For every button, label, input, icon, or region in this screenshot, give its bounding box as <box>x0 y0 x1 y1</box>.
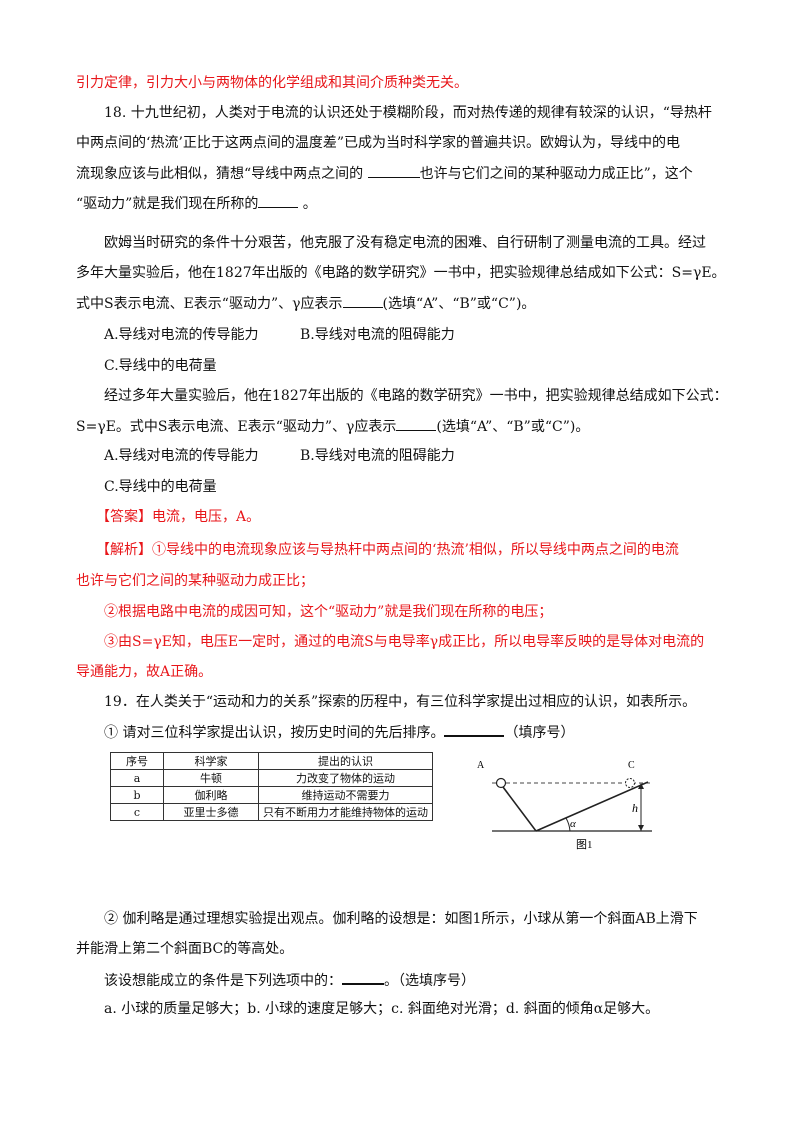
q18-line-2: 中两点间的‘热流’正比于这两点间的温度差”已成为当时科学家的普遍共识。欧姆认为，… <box>76 135 681 151</box>
table-cell: 只有不断用力才能维持物体的运动 <box>258 803 433 821</box>
table-header-row: 序号 科学家 提出的认识 <box>110 752 433 770</box>
q19-part-1: ① 请对三位科学家提出认识，按历史时间的先后排序。 （填序号） <box>104 721 574 743</box>
scientists-table: 序号 科学家 提出的认识 a 牛顿 力改变了物体的运动 b 伽利略 维持运动不需… <box>110 752 433 821</box>
q18-line-6: 多年大量实验后，他在1827年出版的《电路的数学研究》一书中，把实验规律总结成如… <box>76 265 726 281</box>
table-cell: a <box>110 769 164 787</box>
q18-line-3-text-a: 流现象应该与此相似，猜想“导线中两点之间的 <box>76 166 368 182</box>
explanation-line-4: ③由S=γE知，电压E一定时，通过的电流S与电导率γ成正比，所以电导率反映的是导… <box>104 634 705 650</box>
incline-ab <box>499 782 537 832</box>
explanation-line-1: 【解析】①导线中的电流现象应该与导热杆中两点间的‘热流’相似，所以导线中两点之间… <box>96 542 679 558</box>
height-arrow-down-icon <box>638 825 644 831</box>
q18-line-3: 流现象应该与此相似，猜想“导线中两点之间的 也许与它们之间的某种驱动力成正比”，… <box>76 163 693 184</box>
label-a: A <box>477 760 485 771</box>
height-arrow-up-icon <box>638 783 644 789</box>
answer-line: 【答案】电流，电压，A。 <box>96 509 261 525</box>
q19-part-2-options: a. 小球的质量足够大；b. 小球的速度足够大；c. 斜面绝对光滑；d. 斜面的… <box>104 1001 660 1017</box>
table-row: a 牛顿 力改变了物体的运动 <box>110 769 433 787</box>
q18-line-5: 欧姆当时研究的条件十分艰苦，他克服了没有稳定电流的困难、自行研制了测量电流的工具… <box>104 235 706 251</box>
table-cell: 伽利略 <box>163 786 259 804</box>
explanation-line-5: 导通能力，故A正确。 <box>76 664 213 680</box>
q19-part-1-text-a: ① 请对三位科学家提出认识，按历史时间的先后排序。 <box>104 725 445 741</box>
option-c-2: C.导线中的电荷量 <box>104 479 217 495</box>
incline-bc <box>535 781 649 832</box>
q18-line-12: S=γE。式中S表示电流、E表示“驱动力”、γ应表示 (选填“A”、“B”或“C”… <box>76 416 589 437</box>
ball-end-icon <box>625 778 635 788</box>
option-b-2: B.导线对电流的阻碍能力 <box>300 448 455 464</box>
option-a-1: A.导线对电流的传导能力 <box>104 327 259 343</box>
q18-line-4-text-a: “驱动力”就是我们现在所称的 <box>76 196 259 212</box>
q18-line-11: 经过多年大量实验后，他在1827年出版的《电路的数学研究》一书中，把实验规律总结… <box>104 388 728 404</box>
table-header-cell: 科学家 <box>163 752 259 770</box>
table-cell: 亚里士多德 <box>163 803 259 821</box>
figure-1-incline-diagram: A C h α 图1 <box>477 760 652 851</box>
q19-blank-1[interactable] <box>444 721 505 737</box>
q19-part-2-line-3: 该设想能成立的条件是下列选项中的： 。（选填序号） <box>104 969 475 991</box>
q18-blank-1[interactable] <box>367 163 420 178</box>
q18-line-12-text-a: S=γE。式中S表示电流、E表示“驱动力”、γ应表示 <box>76 419 397 435</box>
prev-answer-tail: 引力定律，引力大小与两物体的化学组成和其间介质种类无关。 <box>76 75 468 91</box>
table-cell: 力改变了物体的运动 <box>258 769 433 787</box>
label-h: h <box>632 801 638 815</box>
figure-caption: 图1 <box>576 838 593 851</box>
q18-line-4-text-b: 。 <box>298 196 317 212</box>
table-header-cell: 提出的认识 <box>258 752 433 770</box>
q19-part-2-line-2: 并能滑上第二个斜面BC的等高处。 <box>76 941 294 957</box>
label-c: C <box>628 760 635 771</box>
q19-part-2-line-1: ② 伽利略是通过理想实验提出观点。伽利略的设想是：如图1所示，小球从第一个斜面A… <box>104 911 698 927</box>
table-row: b 伽利略 维持运动不需要力 <box>110 786 433 804</box>
q18-line-1: 18. 十九世纪初，人类对于电流的认识还处于模糊阶段，而对热传递的规律有较深的认… <box>104 105 712 121</box>
option-c-1: C.导线中的电荷量 <box>104 358 217 374</box>
q19-part-2-line-3-text-b: 。（选填序号） <box>384 973 475 989</box>
q19-blank-2[interactable] <box>342 969 384 985</box>
label-alpha: α <box>570 818 576 830</box>
ball-start-icon <box>495 777 507 789</box>
explanation-line-2: 也许与它们之间的某种驱动力成正比； <box>76 573 314 589</box>
table-header-cell: 序号 <box>110 752 164 770</box>
q18-line-7: 式中S表示电流、E表示“驱动力”、γ应表示 (选填“A”、“B”或“C”)。 <box>76 293 535 314</box>
q18-blank-3[interactable] <box>342 293 383 308</box>
q18-line-12-text-b: (选填“A”、“B”或“C”)。 <box>436 419 590 435</box>
q18-blank-4[interactable] <box>396 416 437 431</box>
q19-part-2-line-3-text-a: 该设想能成立的条件是下列选项中的： <box>104 973 342 989</box>
q18-line-7-text-a: 式中S表示电流、E表示“驱动力”、γ应表示 <box>76 296 343 312</box>
q18-line-3-text-b: 也许与它们之间的某种驱动力成正比”，这个 <box>419 166 693 182</box>
q19-intro: 19．在人类关于“运动和力的关系”探索的历程中，有三位科学家提出过相应的认识，如… <box>104 694 697 710</box>
angle-arc <box>565 817 571 832</box>
table-row: c 亚里士多德 只有不断用力才能维持物体的运动 <box>110 803 433 821</box>
q19-part-1-text-b: （填序号） <box>504 725 575 741</box>
explanation-line-3: ②根据电路中电流的成因可知，这个“驱动力”就是我们现在所称的电压； <box>104 604 553 620</box>
q18-blank-2[interactable] <box>258 193 299 208</box>
q18-line-7-text-b: (选填“A”、“B”或“C”)。 <box>382 296 536 312</box>
table-cell: b <box>110 786 164 804</box>
option-a-2: A.导线对电流的传导能力 <box>104 448 259 464</box>
table-cell: 维持运动不需要力 <box>258 786 433 804</box>
table-cell: c <box>110 803 164 821</box>
table-cell: 牛顿 <box>163 769 259 787</box>
q18-line-4: “驱动力”就是我们现在所称的 。 <box>76 193 317 214</box>
option-b-1: B.导线对电流的阻碍能力 <box>300 327 455 343</box>
